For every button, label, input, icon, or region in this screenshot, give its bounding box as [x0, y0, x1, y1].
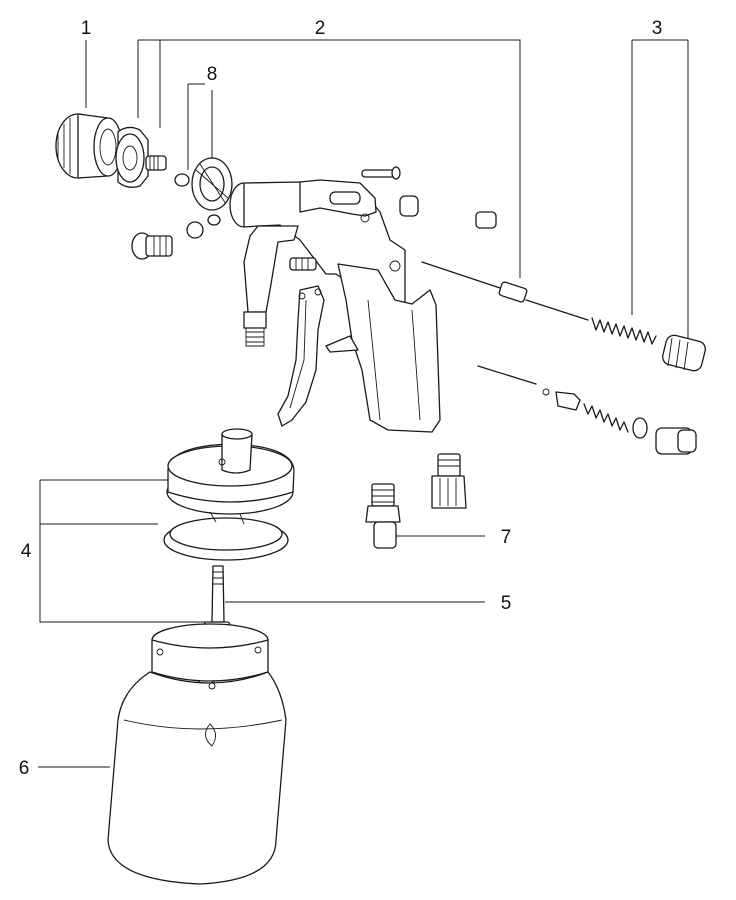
leader-lines	[38, 39, 689, 768]
spray-gun-body-icon	[229, 179, 441, 433]
needle-spring-icon	[591, 317, 706, 372]
callout-8: 8	[207, 64, 218, 85]
callout-1: 1	[81, 18, 92, 39]
screw-icon	[289, 166, 497, 271]
callout-2: 2	[315, 18, 326, 39]
callout-3: 3	[652, 18, 663, 39]
diffuser-ring-icon	[191, 157, 233, 226]
callout-6: 6	[19, 758, 30, 779]
callout-5: 5	[501, 593, 512, 614]
adjustment-knob-icon	[131, 221, 204, 260]
cup-lid-icon	[163, 428, 295, 561]
trigger-icon	[277, 285, 325, 427]
fluid-needle-icon	[421, 261, 589, 321]
callout-4: 4	[21, 541, 32, 562]
air-fitting-icon	[365, 453, 467, 549]
air-valve-parts-icon	[477, 365, 697, 455]
air-cap-nut-icon	[55, 113, 123, 179]
fluid-nozzle-icon	[115, 126, 190, 188]
callout-7: 7	[501, 527, 512, 548]
callout-numbers: 1 2 3 4 5 6 7 8	[19, 18, 663, 779]
paint-cup-icon	[107, 623, 287, 885]
